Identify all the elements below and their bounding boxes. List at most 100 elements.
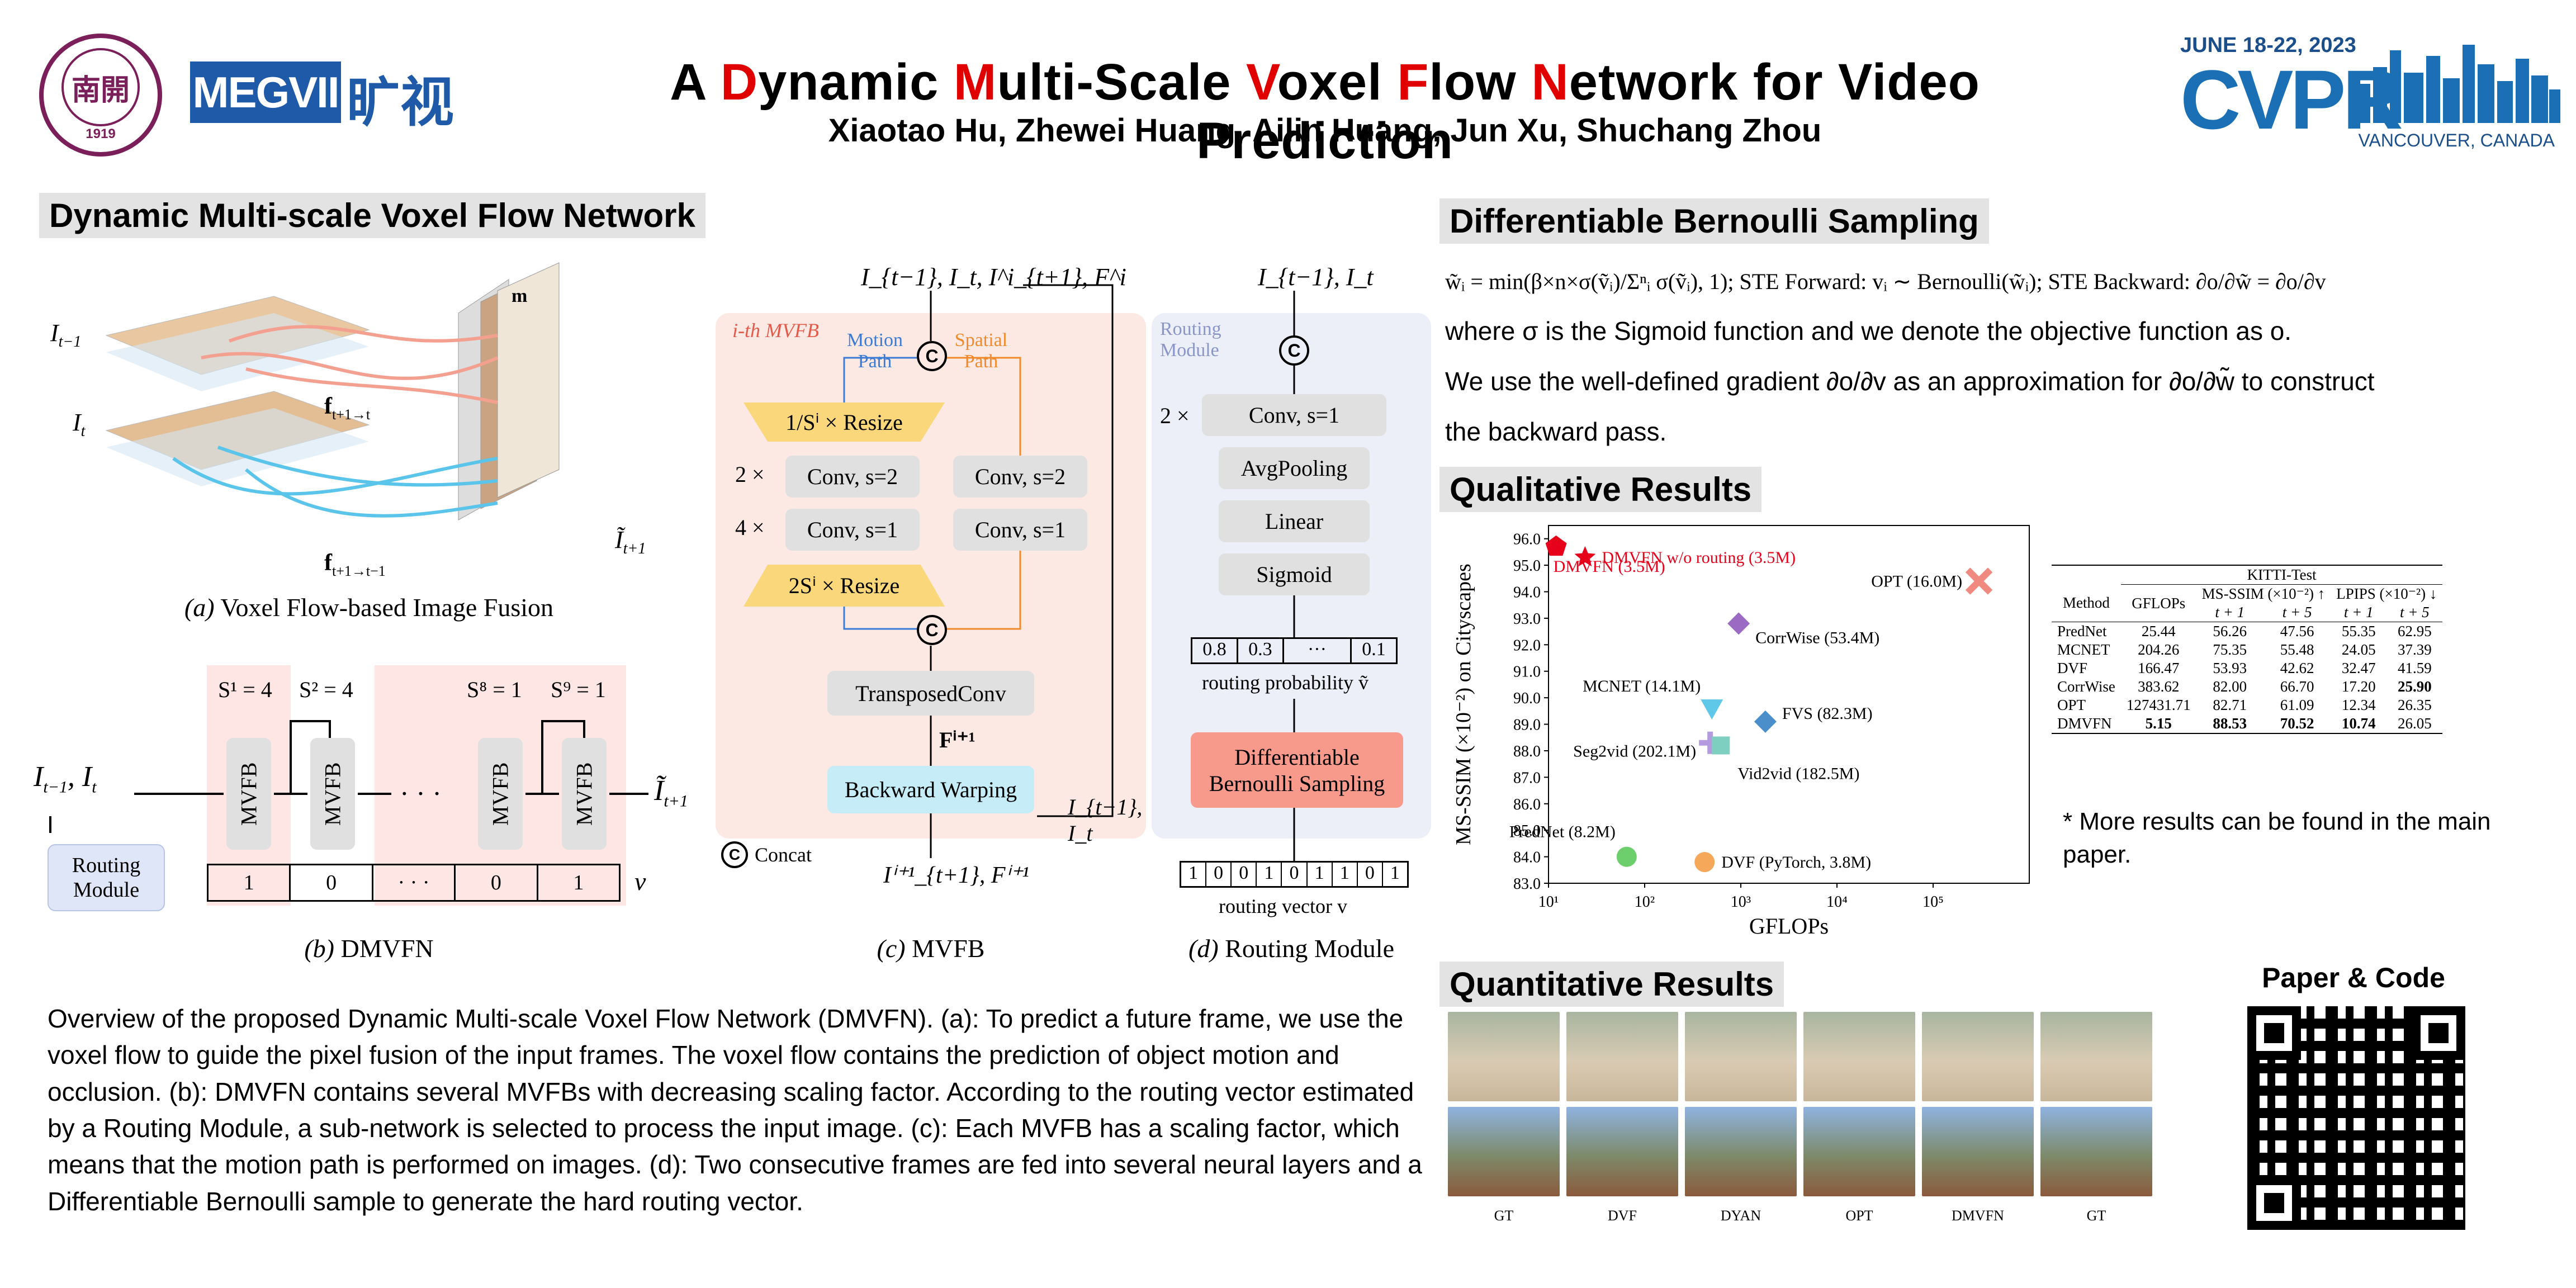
vector-cell: 0	[456, 865, 538, 900]
point-label: DMVFN w/o routing (3.5M)	[1602, 548, 1796, 567]
megvii-logo: MEGVII	[190, 61, 341, 123]
result-frame	[1566, 1107, 1678, 1196]
kitti-table: KITTI-Test Method GFLOPs MS-SSIM (×10⁻²)…	[2052, 565, 2443, 734]
concat-legend-icon: C	[721, 841, 748, 868]
bit-cell: 1	[1333, 863, 1358, 886]
point-label: DVF (PyTorch, 3.8M)	[1721, 853, 1871, 872]
caption-d: (d) Routing Module	[1146, 934, 1437, 963]
table-cell-lp1: 24.05	[2341, 641, 2376, 658]
paper-code-label: Paper & Code	[2262, 962, 2445, 993]
table-cell-lp5: 26.05	[2397, 715, 2432, 732]
table-cell-method: PredNet	[2057, 623, 2107, 640]
table-cell-method: CorrWise	[2057, 678, 2115, 695]
conv-s2-left: Conv, s=2	[785, 456, 920, 498]
qr-code[interactable]	[2247, 1006, 2465, 1230]
bit-cell: 1	[1257, 863, 1282, 886]
y-tick-label: 83.0	[1513, 875, 1541, 893]
table-cell-ms5: 61.09	[2280, 697, 2314, 713]
table-cell-ms1: 82.00	[2213, 678, 2247, 695]
y-axis-label: MS-SSIM (×10⁻²) on Cityscapes	[1452, 564, 1475, 845]
figure-d: I_{t−1}, I_t Routing Module C 2 × Conv, …	[1146, 257, 1437, 984]
table-cell-ms5: 66.70	[2280, 678, 2314, 695]
label-flow-1: ft+1→t	[324, 394, 371, 423]
result-frame	[1448, 1012, 1560, 1101]
table-cell-ms5: 55.48	[2280, 641, 2314, 658]
marker-diamond	[1727, 612, 1750, 635]
caption-c: (c) MVFB	[710, 934, 1152, 963]
figure-b: S¹ = 4 S² = 4 S⁸ = 1 S⁹ = 1 MVFB MVFB MV…	[34, 665, 704, 978]
y-tick-label: 87.0	[1513, 769, 1541, 787]
y-tick-label: 85.0	[1513, 822, 1541, 840]
result-frame	[1566, 1012, 1678, 1101]
marker-circle	[1694, 852, 1715, 873]
transposed-conv: TransposedConv	[827, 671, 1034, 716]
kitti-table-wrap: KITTI-Test Method GFLOPs MS-SSIM (×10⁻²)…	[2052, 565, 2443, 734]
caption-a: (a) Voxel Flow-based Image Fusion	[34, 593, 704, 622]
sub-head: t + 5	[2399, 604, 2430, 621]
concat-icon: C	[917, 615, 947, 645]
marker-pentagon	[1545, 535, 1567, 556]
point-label: FVS (82.3M)	[1782, 704, 1873, 723]
head-msssim: MS-SSIM (×10⁻²) ↑	[2201, 585, 2326, 602]
caption-d-letter: (d)	[1188, 934, 1219, 963]
label-i-cur: It	[72, 409, 86, 440]
bit-cell: 1	[1308, 863, 1333, 886]
avgpooling: AvgPooling	[1219, 447, 1370, 489]
result-frame	[1803, 1107, 1915, 1196]
table-cell-lp1: 32.47	[2341, 660, 2376, 676]
table-cell-lp5: 41.59	[2397, 660, 2432, 676]
table-cell-lp1: 55.35	[2341, 623, 2376, 640]
table-cell-ms5: 42.62	[2280, 660, 2314, 676]
x-tick-label: 10⁴	[1826, 893, 1848, 911]
sub-head: t + 5	[2282, 604, 2312, 621]
resize-down: 1/Sⁱ × Resize	[744, 402, 945, 442]
routing-module-box: Routing Module	[48, 844, 165, 911]
conv-s2-right: Conv, s=2	[953, 456, 1087, 498]
megvii-cn-logo: 旷视	[347, 73, 454, 132]
vector-cell: 1	[573, 871, 584, 894]
title-part: N	[1531, 54, 1569, 111]
mult-4: 4 ×	[735, 515, 765, 540]
result-frame	[1803, 1012, 1915, 1101]
routing-mult: 2 ×	[1160, 403, 1190, 428]
frame-label: DVF	[1607, 1208, 1637, 1224]
table-cell-lp1: 12.34	[2341, 697, 2376, 713]
bit-cell: 0	[1282, 863, 1308, 886]
table-cell-lp5: 25.90	[2397, 678, 2432, 695]
marker-triangle	[1701, 699, 1723, 720]
cvpr-logo: JUNE 18-22, 2023 CVPR VANCOUVER, CANADA	[2180, 34, 2560, 151]
routing-conv: Conv, s=1	[1202, 394, 1386, 436]
table-cell-ms1: 75.35	[2213, 641, 2247, 658]
y-tick-label: 90.0	[1513, 690, 1541, 707]
table-cell-method: MCNET	[2057, 641, 2110, 658]
marker-star	[1574, 546, 1596, 567]
section-title-dbs: Differentiable Bernoulli Sampling	[1439, 198, 1989, 244]
bit-cell: 0	[1358, 863, 1383, 886]
caption-c-text: MVFB	[912, 934, 985, 963]
scale-9: S⁹ = 1	[551, 677, 606, 702]
y-tick-label: 96.0	[1513, 531, 1541, 548]
prob-cell: ···	[1284, 639, 1352, 662]
table-cell-lp1: 17.20	[2341, 678, 2376, 695]
frame-label: DYAN	[1720, 1208, 1761, 1224]
concat-icon: C	[917, 341, 947, 371]
prob-cell: 0.3	[1238, 639, 1284, 662]
dbs-line-3: the backward pass.	[1445, 417, 1667, 446]
bit-cell: 1	[1390, 863, 1400, 883]
table-cell-ms1: 53.93	[2213, 660, 2247, 676]
bit-cell: 1	[1181, 863, 1207, 886]
frame-label: DMVFN	[1952, 1208, 2004, 1224]
routing-vector-label: routing vector v	[1219, 895, 1347, 917]
head-method: Method	[2062, 594, 2110, 612]
mvfb-output: Iⁱ⁺¹_{t+1}, Fⁱ⁺¹	[883, 863, 1029, 888]
y-tick-label: 84.0	[1513, 849, 1541, 866]
title-part: M	[953, 54, 997, 111]
mult-2: 2 ×	[735, 462, 765, 487]
section-title-qualitative: Qualitative Results	[1439, 467, 1762, 512]
backward-warping: Backward Warping	[827, 766, 1034, 813]
vector-cell: 0	[291, 865, 373, 900]
x-tick-label: 10⁵	[1922, 893, 1944, 911]
